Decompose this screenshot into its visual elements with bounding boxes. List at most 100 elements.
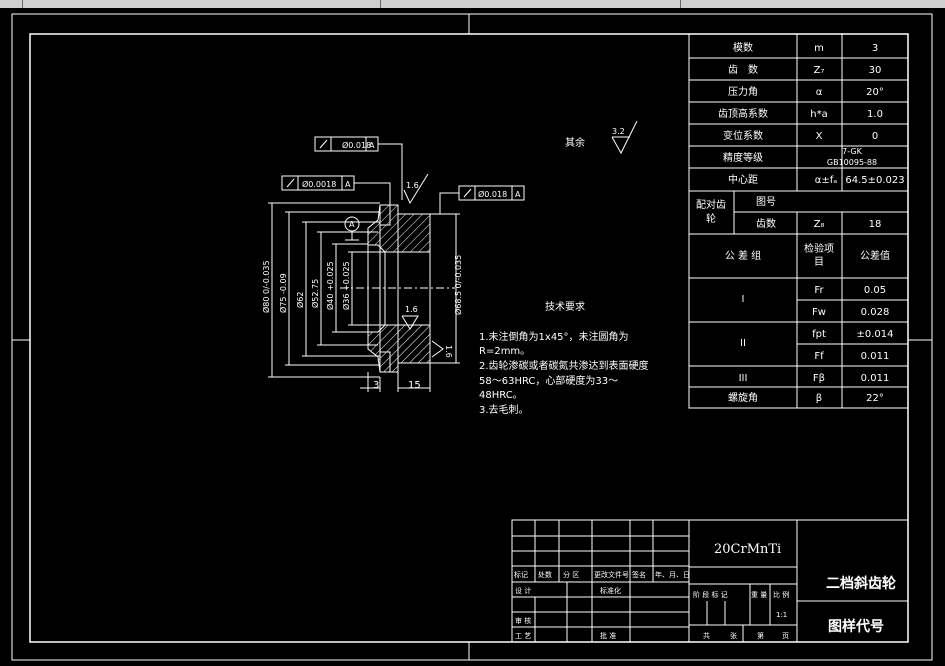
- tolerance-symbol: Ff: [814, 351, 824, 362]
- tolerance-value: 0.011: [861, 351, 890, 362]
- material: 20CrMnTi: [714, 542, 781, 557]
- dim-d80: Ø80 0/-0.035: [261, 260, 271, 313]
- roughness-symbol-rest: [611, 120, 638, 155]
- notes-line: R=2mm。: [479, 346, 530, 357]
- param-name: 齿 数: [728, 63, 758, 76]
- roughness-symbol: [401, 315, 419, 330]
- notes-line: 1.未注倒角为1x45°，未注圆角为: [479, 330, 629, 343]
- tolerance-value: ±0.014: [856, 329, 893, 340]
- mating-gear-label: 轮: [706, 212, 716, 225]
- outer-frame: [11, 13, 933, 661]
- param-name: 精度等级: [723, 151, 763, 164]
- notes-line: 3.去毛刺。: [479, 404, 529, 416]
- roughness-value: 1.6: [405, 305, 418, 314]
- accuracy-grade-line: GB10095-88: [827, 158, 877, 167]
- tolerance-value: Ø0.0018: [302, 179, 336, 189]
- sheet-label: 张: [730, 631, 737, 640]
- mating-drawing-no-label: 图号: [756, 196, 776, 208]
- tolerance-symbol: Fr: [814, 285, 824, 296]
- title-block-col: 签名: [632, 570, 646, 579]
- scale-value: 1:1: [776, 611, 787, 619]
- dim-width-15: 15: [408, 380, 421, 391]
- title-block-col: 处数: [538, 570, 552, 579]
- roughness-value: 1.6: [444, 345, 453, 358]
- sheet-no-label: 第: [757, 631, 764, 640]
- title-block-row: 设 计: [515, 586, 531, 595]
- param-value: 20°: [866, 87, 884, 98]
- tolerance-value: 0.028: [861, 307, 890, 318]
- tolerance-value-header: 公差值: [860, 249, 890, 262]
- inspection-item-header: 目: [814, 257, 824, 268]
- tolerance-group: I: [742, 294, 745, 305]
- title-block-row: 标准化: [600, 586, 621, 595]
- tolerance-symbol: Fβ: [813, 373, 825, 384]
- tolerance-value: 0.05: [864, 285, 886, 296]
- roughness-value: 1.6: [406, 181, 419, 190]
- param-name: 变位系数: [723, 129, 763, 142]
- dim-d40: Ø40 +0.025: [325, 261, 335, 310]
- param-value: 0: [872, 131, 878, 142]
- title-block-col: 年、月、日: [655, 570, 690, 579]
- title-block-row: 工 艺: [515, 632, 531, 640]
- roughness-symbol: [431, 340, 444, 358]
- sheet-total: 共: [703, 631, 710, 640]
- notes-line: 48HRC。: [479, 390, 523, 401]
- gear-parameter-table: [688, 33, 909, 409]
- helix-angle-value: 22°: [866, 393, 884, 404]
- dim-d68: Ø68.5 0/-0.035: [453, 255, 463, 315]
- mating-teeth-symbol: Z₈: [814, 219, 825, 230]
- notes-line: 58～63HRC，心部硬度为33～: [479, 374, 618, 387]
- dim-width-3: 3: [373, 380, 379, 391]
- stage-col: 重 量: [751, 591, 767, 599]
- param-value: 1.0: [867, 109, 883, 120]
- helix-angle-symbol: β: [816, 393, 822, 404]
- helix-angle-label: 螺旋角: [728, 391, 758, 404]
- notes-line: 2.齿轮渗碳或者碳氮共渗达到表面硬度: [479, 359, 649, 372]
- tolerance-group: II: [740, 338, 746, 349]
- title-block: [511, 519, 909, 643]
- accuracy-grade-line: 7-GK: [842, 147, 862, 156]
- tolerance-ref: A: [515, 190, 521, 199]
- param-name: 模数: [733, 41, 753, 54]
- tolerance-ref: A: [369, 141, 375, 150]
- title-block-row: 批 准: [600, 631, 616, 640]
- stage-col: 阶 段 标 记: [693, 590, 728, 599]
- param-name: 压力角: [728, 85, 758, 98]
- title-bar-segment: [380, 0, 681, 8]
- tolerance-ref: A: [345, 180, 351, 189]
- title-block-col: 分 区: [563, 570, 579, 579]
- dim-d75: Ø75 -0.09: [278, 273, 288, 313]
- param-symbol: m: [814, 43, 824, 54]
- param-symbol: α: [816, 87, 823, 98]
- mating-gear-label: 配对齿: [696, 198, 726, 211]
- tolerance-group: III: [739, 373, 748, 384]
- datum-label: A: [349, 220, 355, 229]
- drawing-number-label: 图样代号: [828, 618, 884, 635]
- window-title-bar: [0, 0, 945, 8]
- param-value: 64.5±0.023: [845, 175, 904, 186]
- param-value: 3: [872, 43, 878, 54]
- tolerance-symbol: Fw: [812, 307, 826, 318]
- dim-d62: Ø62: [295, 292, 305, 308]
- title-block-row: 审 核: [515, 616, 531, 625]
- param-symbol: Z₇: [814, 65, 825, 76]
- title-block-col: 更改文件号: [594, 570, 629, 579]
- param-value: 30: [869, 65, 882, 76]
- roughness-symbol: [403, 173, 429, 205]
- param-name: 中心距: [728, 173, 758, 186]
- param-symbol: α±fₐ: [815, 175, 837, 186]
- param-symbol: h*a: [810, 109, 827, 120]
- tolerance-group-header: 公 差 组: [725, 249, 761, 262]
- dim-d36: Ø36 +0.025: [341, 261, 351, 310]
- dim-d52: Ø52.75: [310, 279, 320, 308]
- part-name: 二档斜齿轮: [826, 575, 896, 592]
- title-bar-segment: [22, 0, 381, 8]
- tolerance-value: Ø0.018: [342, 140, 371, 150]
- notes-title: 技术要求: [545, 300, 585, 313]
- rest-roughness-value: 3.2: [612, 127, 625, 136]
- tolerance-value: Ø0.018: [478, 189, 507, 199]
- inspection-item-header: 检验项: [804, 242, 834, 255]
- rest-label: 其余: [565, 136, 585, 149]
- param-name: 齿顶高系数: [718, 107, 768, 120]
